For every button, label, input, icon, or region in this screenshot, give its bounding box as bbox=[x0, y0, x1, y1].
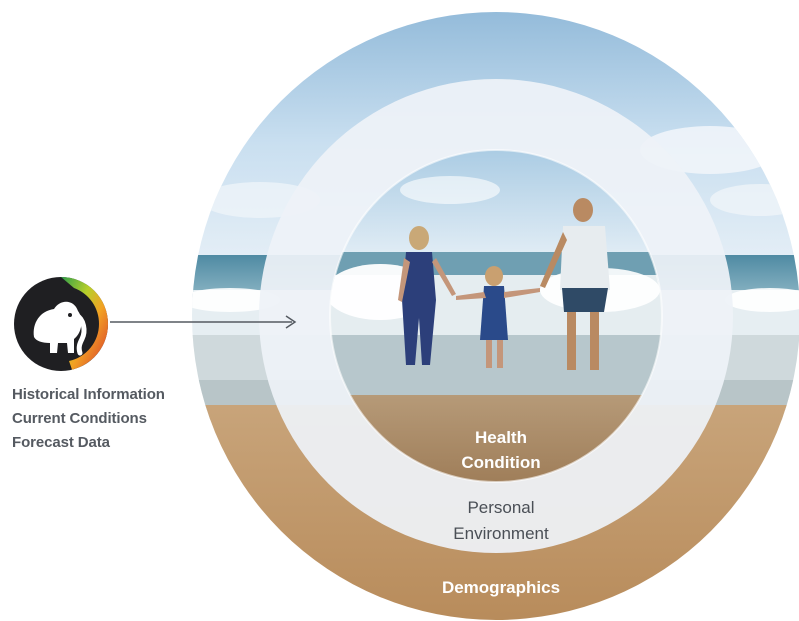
elephant-logo-icon bbox=[12, 275, 110, 373]
inner-ring-label-line1: Health bbox=[475, 428, 527, 447]
middle-ring-label-line1: Personal bbox=[467, 498, 534, 517]
inner-ring-label-line2: Condition bbox=[461, 453, 540, 472]
list-item-current: Current Conditions bbox=[12, 410, 147, 427]
data-sources-list: Historical Information Current Condition… bbox=[12, 383, 212, 455]
list-item-forecast: Forecast Data bbox=[12, 434, 110, 451]
arrow-head-icon bbox=[285, 315, 297, 329]
middle-ring-label-line2: Environment bbox=[453, 524, 549, 543]
man-figure bbox=[540, 198, 610, 370]
child-figure bbox=[456, 266, 540, 368]
woman-figure bbox=[398, 226, 456, 365]
list-item-historical: Historical Information bbox=[12, 386, 165, 403]
outer-ring-label: Demographics bbox=[442, 578, 560, 597]
